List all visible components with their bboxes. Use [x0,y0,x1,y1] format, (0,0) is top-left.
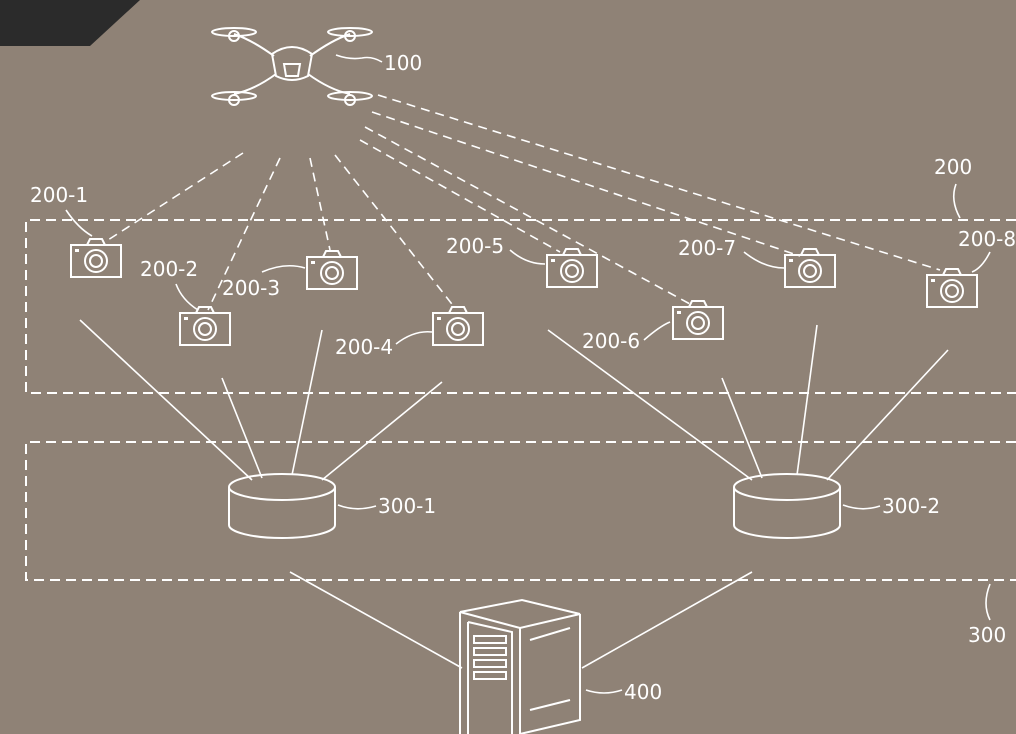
link-drone-200-8 [377,94,941,271]
leader-200-1 [65,209,93,237]
server-tower-icon [459,598,581,734]
link-drone-200-6 [364,126,691,305]
storage-cylinder-icon [733,473,841,539]
camera-label: 200-4 [335,335,393,359]
camera-list [70,238,978,346]
drone-label: 100 [384,51,422,75]
link-drone-200-2 [207,157,281,311]
camera-icon [70,238,122,278]
storage-cylinder-icon [228,473,336,539]
leader-200-8 [971,251,991,273]
camera-group-box [25,219,1016,394]
camera-label: 200-5 [446,234,504,258]
storage-group-box [25,441,1016,581]
link-300-2-server [581,571,753,669]
storage-group-label: 300 [968,623,1006,647]
camera-icon [546,248,598,288]
link-cam-300-1-c [291,329,323,476]
camera-label: 200-2 [140,257,198,281]
link-cam-300-1-d [321,381,443,481]
camera-label: 200-6 [582,329,640,353]
storage-server-links [289,571,753,669]
link-cam-300-2-a [547,329,753,481]
link-cam-300-1-a [79,319,253,481]
link-drone-200-1 [107,152,244,241]
link-drone-200-7 [371,111,801,257]
link-cam-300-2-d [826,349,949,481]
leader-200-3 [261,264,306,273]
leader-300 [985,583,991,621]
leader-300-1 [337,504,377,510]
leader-200-5 [509,249,546,265]
server-label: 400 [624,680,662,704]
camera-label: 200-1 [30,183,88,207]
camera-label: 200-8 [958,227,1016,251]
leader-200-2 [175,283,199,311]
link-drone-200-4 [334,154,456,309]
camera-icon [926,268,978,308]
link-cam-300-1-b [221,377,263,479]
corner-tab [0,0,140,46]
link-cam-300-2-b [721,377,763,479]
storage-label: 300-1 [378,494,436,518]
camera-icon [179,306,231,346]
camera-icon [306,250,358,290]
link-cam-300-2-c [796,324,818,476]
camera-group-label: 200 [934,155,972,179]
leader-200-6 [643,321,671,341]
camera-icon [784,248,836,288]
camera-label: 200-3 [222,276,280,300]
drone-camera-links [107,94,941,311]
link-drone-200-5 [359,139,561,253]
camera-label: 200-7 [678,236,736,260]
leader-200-4 [395,330,433,345]
leader-200 [952,183,961,219]
link-drone-200-3 [309,157,331,251]
link-300-1-server [289,571,463,669]
leader-100 [335,54,383,63]
leader-400 [585,689,623,694]
storage-label: 300-2 [882,494,940,518]
camera-storage-links [79,319,949,481]
camera-icon [432,306,484,346]
drone-icon [211,27,373,106]
leader-300-2 [842,504,881,510]
leader-200-7 [743,251,785,269]
camera-icon [672,300,724,340]
